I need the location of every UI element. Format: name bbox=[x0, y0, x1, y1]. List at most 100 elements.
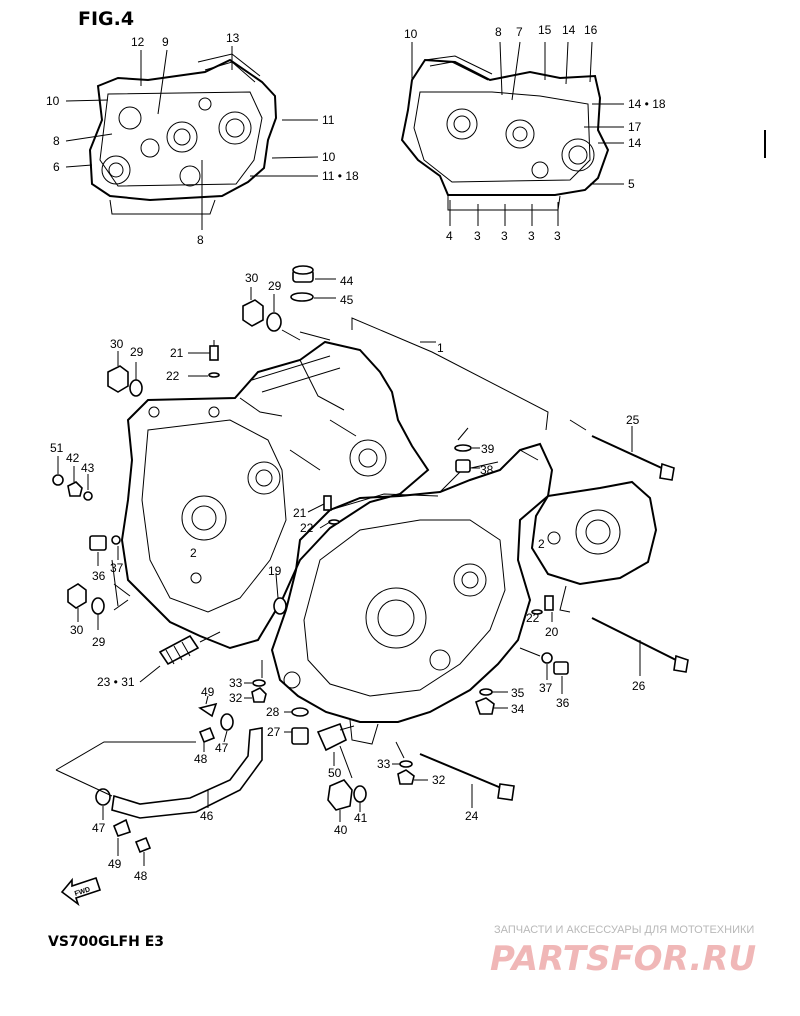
inset-left-crankcase bbox=[88, 53, 278, 215]
callout-number: 29 bbox=[130, 345, 144, 359]
nut-washer-lower-left bbox=[67, 559, 119, 630]
callout-number: 21 bbox=[293, 506, 307, 520]
plug-38-39 bbox=[454, 427, 480, 473]
callout-number: 30 bbox=[70, 623, 84, 637]
callout-number: 48 bbox=[134, 869, 148, 883]
callout-number: 3 bbox=[501, 229, 508, 243]
callout-number: 45 bbox=[340, 293, 354, 307]
callout-number: 40 bbox=[334, 823, 348, 837]
callout-number: 5 bbox=[628, 177, 635, 191]
hose-clamps bbox=[95, 713, 234, 820]
oil-filler-cap bbox=[292, 265, 336, 283]
callout-number: 10 bbox=[404, 27, 418, 41]
callout-number: 43 bbox=[81, 461, 95, 475]
callout-number: 14 bbox=[562, 23, 576, 37]
callout-number: 15 bbox=[538, 23, 552, 37]
callout-number: 34 bbox=[511, 702, 525, 716]
bolt-26 bbox=[591, 617, 689, 676]
callout-number: 38 bbox=[480, 463, 494, 477]
inset-left-labels: 12 9 13 10 8 6 11 10 11 • 18 8 bbox=[46, 31, 359, 247]
callout-number: 10 bbox=[46, 94, 60, 108]
callout-number: 11 • 18 bbox=[322, 169, 359, 183]
callout-number: 22 bbox=[300, 521, 314, 535]
callout-number: 14 bbox=[628, 136, 642, 150]
callout-number: 30 bbox=[110, 337, 124, 351]
reference-lines bbox=[55, 583, 196, 797]
stud-right bbox=[531, 595, 554, 622]
callout-number: 20 bbox=[545, 625, 559, 639]
callout-number: 16 bbox=[584, 23, 598, 37]
callout-number: 48 bbox=[194, 752, 208, 766]
model-label: VS700GLFH E3 bbox=[48, 934, 164, 950]
crankcase-main bbox=[120, 340, 658, 745]
bolts-left bbox=[52, 456, 93, 501]
callout-number: 33 bbox=[229, 676, 243, 690]
callout-number: 3 bbox=[474, 229, 481, 243]
callout-number: 19 bbox=[268, 564, 282, 578]
callout-number: 10 bbox=[322, 150, 336, 164]
callout-number: 33 bbox=[377, 757, 391, 771]
callout-labels: 1 2 2 19 20 21 21 22 22 22 23 • 31 24 25… bbox=[50, 271, 646, 883]
bolt-24 bbox=[419, 753, 515, 808]
callout-number: 1 bbox=[437, 341, 444, 355]
watermark-logo: PARTSFOR.RU bbox=[490, 939, 756, 979]
callout-number: 26 bbox=[632, 679, 646, 693]
plug-27-28 bbox=[284, 707, 309, 745]
sensor-50 bbox=[316, 722, 355, 766]
callout-number: 27 bbox=[267, 725, 281, 739]
callout-number: 37 bbox=[110, 561, 124, 575]
callout-number: 11 bbox=[322, 113, 335, 127]
callout-number: 29 bbox=[92, 635, 106, 649]
inset-right-leaders bbox=[411, 41, 624, 226]
bolt-32-33-left bbox=[244, 660, 267, 703]
plug-right bbox=[519, 647, 569, 694]
callout-number: 7 bbox=[516, 25, 523, 39]
callout-number: 22 bbox=[166, 369, 180, 383]
callout-number: 17 bbox=[628, 120, 642, 134]
stud-top bbox=[188, 340, 220, 378]
figure-title: FIG.4 bbox=[78, 8, 134, 30]
callout-number: 2 bbox=[190, 546, 197, 560]
callout-number: 50 bbox=[328, 766, 342, 780]
callout-number: 3 bbox=[528, 229, 535, 243]
callout-number: 47 bbox=[92, 821, 106, 835]
inset-right-crankcase bbox=[400, 55, 610, 211]
assembly-bracket-1 bbox=[299, 317, 549, 431]
callout-number: 4 bbox=[446, 229, 453, 243]
callout-number: 44 bbox=[340, 274, 354, 288]
callout-number: 42 bbox=[66, 451, 80, 465]
callout-number: 2 bbox=[538, 537, 545, 551]
callout-number: 14 • 18 bbox=[628, 97, 666, 111]
svg-text:FWD: FWD bbox=[74, 886, 91, 898]
callout-number: 21 bbox=[170, 346, 184, 360]
bolt-32-33-right bbox=[392, 741, 428, 785]
inset-left-leaders bbox=[65, 46, 319, 230]
o-ring-45 bbox=[290, 292, 336, 302]
bolt-25 bbox=[569, 419, 675, 481]
callout-number: 49 bbox=[108, 857, 122, 871]
callout-number: 41 bbox=[354, 811, 368, 825]
breather-hose bbox=[139, 631, 221, 683]
nut-washer-left bbox=[107, 351, 143, 397]
callout-number: 6 bbox=[53, 160, 60, 174]
callout-number: 36 bbox=[556, 696, 570, 710]
callout-number: 39 bbox=[481, 442, 495, 456]
callout-number: 13 bbox=[226, 31, 240, 45]
brackets-48-49 bbox=[112, 695, 218, 866]
o-ring-19 bbox=[273, 573, 287, 615]
callout-number: 12 bbox=[131, 35, 145, 49]
callout-number: 37 bbox=[539, 681, 553, 695]
stud-center bbox=[307, 495, 340, 529]
callout-number: 8 bbox=[53, 134, 60, 148]
breather-pipe bbox=[111, 727, 263, 819]
callout-number: 46 bbox=[200, 809, 214, 823]
callout-number: 32 bbox=[432, 773, 446, 787]
callout-number: 32 bbox=[229, 691, 243, 705]
callout-number: 23 • 31 bbox=[97, 675, 135, 689]
bolt-34-35 bbox=[475, 688, 508, 715]
callout-number: 29 bbox=[268, 279, 282, 293]
callout-number: 25 bbox=[626, 413, 640, 427]
callout-number: 22 bbox=[526, 611, 540, 625]
watermark-caption: ЗАПЧАСТИ И АКСЕССУАРЫ ДЛЯ МОТОТЕХНИКИ bbox=[494, 924, 754, 936]
